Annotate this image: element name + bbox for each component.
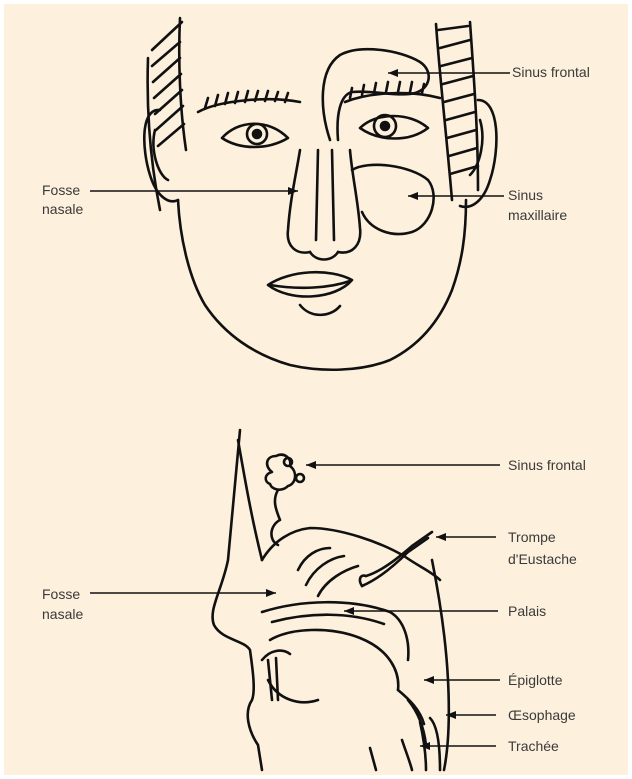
label-front-sinus-frontal: Sinus frontal	[512, 63, 590, 81]
label-side-epiglotte: Épiglotte	[508, 671, 562, 689]
label-side-fosse-nasale-line2: nasale	[42, 605, 83, 623]
label-side-sinus-frontal: Sinus frontal	[508, 456, 586, 474]
label-front-fosse-nasale-line1: Fosse	[42, 181, 80, 199]
label-front-fosse-nasale-line2: nasale	[42, 200, 83, 218]
label-side-trompe-line2: d'Eustache	[508, 550, 577, 568]
label-side-trompe-line1: Trompe	[508, 528, 556, 546]
label-side-oesophage: Œsophage	[508, 706, 576, 724]
label-front-sinus-maxillaire-line2: maxillaire	[508, 206, 567, 224]
figure-background	[4, 4, 628, 775]
label-front-sinus-maxillaire-line1: Sinus	[508, 186, 543, 204]
label-side-fosse-nasale-line1: Fosse	[42, 585, 80, 603]
label-side-trachee: Trachée	[508, 737, 559, 755]
label-side-palais: Palais	[508, 602, 546, 620]
